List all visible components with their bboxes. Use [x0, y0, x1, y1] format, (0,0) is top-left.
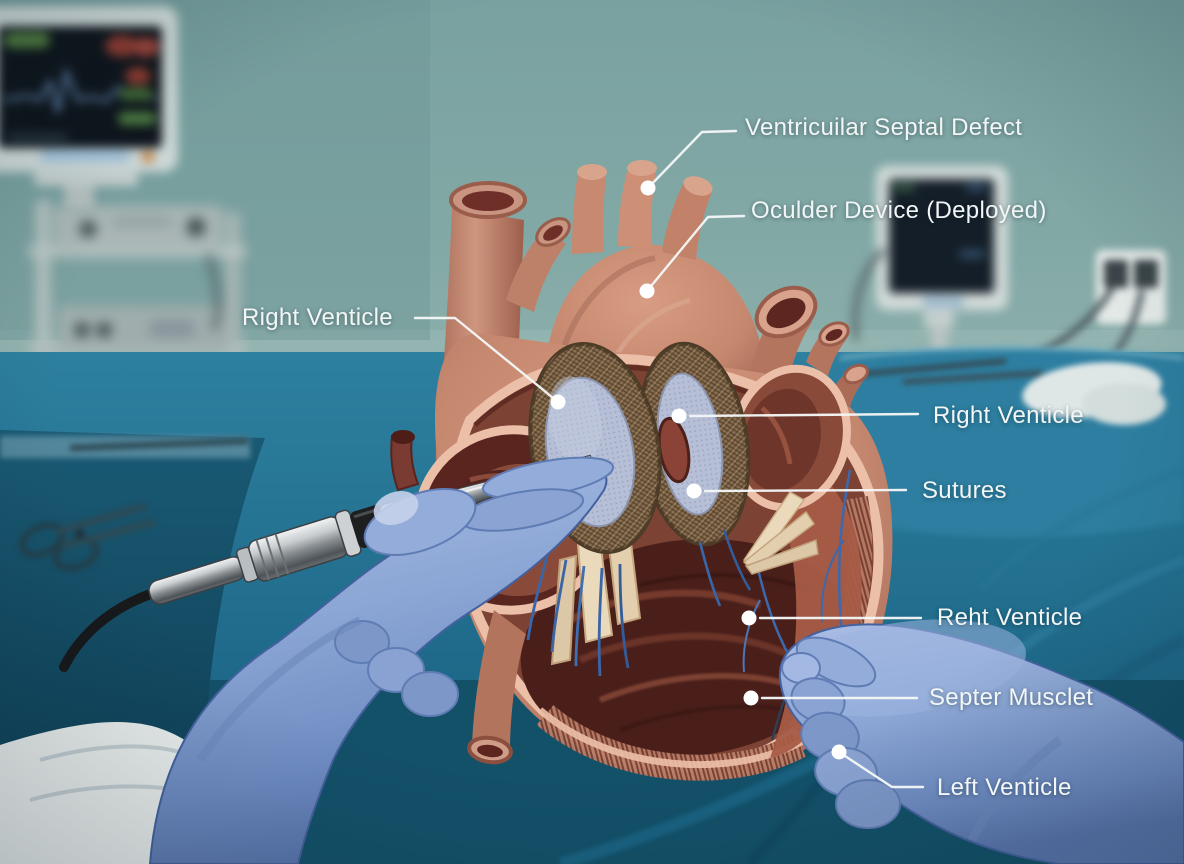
callout-dots	[550, 180, 847, 760]
callout-dot-right-venticle-right	[671, 408, 687, 424]
callout-dot-right-venticle-left	[550, 394, 566, 410]
label-occluder-device: Oculder Device (Deployed)	[751, 197, 1047, 224]
label-left-venticle: Left Venticle	[937, 774, 1072, 801]
label-ventricular-septal-defect: Ventricuilar Septal Defect	[745, 114, 1023, 141]
callout-dot-occluder	[639, 283, 655, 299]
label-right-venticle-left: Right Venticle	[242, 304, 393, 331]
callout-dot-left-venticle	[831, 744, 847, 760]
label-right-venticle-right: Right Venticle	[933, 402, 1084, 429]
label-reht-venticle: Reht Venticle	[937, 604, 1083, 631]
leader-line-right-venticle-left	[413, 316, 560, 404]
label-sutures: Sutures	[922, 477, 1007, 504]
leader-line-right-venticle-right	[688, 412, 920, 418]
leader-line-sutures	[703, 488, 908, 493]
callout-dot-reht-venticle	[741, 610, 757, 626]
leader-lines	[413, 129, 925, 789]
leader-line-vsd	[646, 129, 738, 190]
callout-dot-septer-musclet	[743, 690, 759, 706]
leader-line-left-venticle	[843, 754, 925, 789]
callout-dot-sutures	[686, 483, 702, 499]
callout-dot-vsd	[640, 180, 656, 196]
leader-line-occluder	[645, 214, 746, 293]
label-septer-musclet: Septer Musclet	[929, 684, 1094, 711]
